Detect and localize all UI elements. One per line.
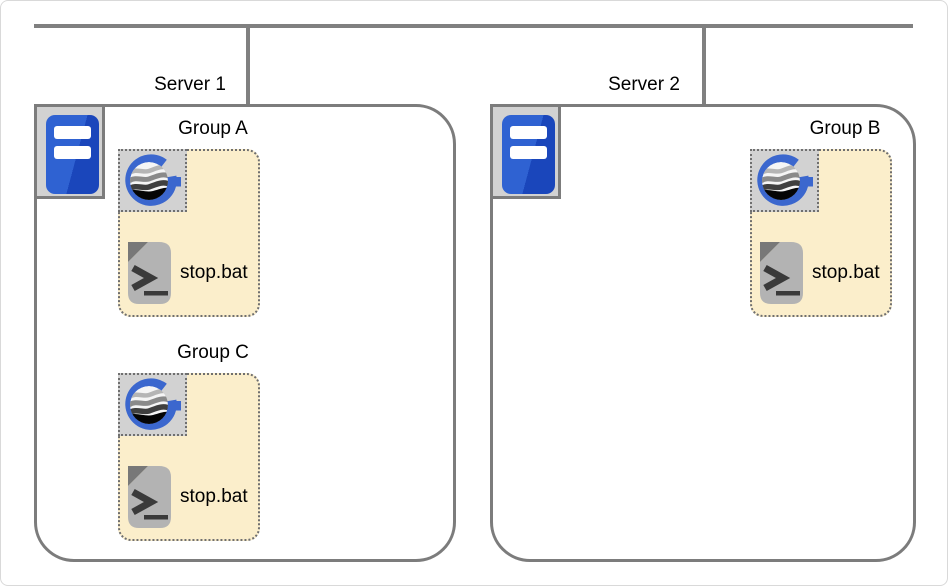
server-tower-icon	[46, 115, 99, 194]
group-c-box: Group C	[118, 342, 260, 541]
g-globe-logo-icon	[757, 154, 813, 206]
server-slot-bar	[510, 126, 547, 139]
file-name-label: stop.bat	[812, 262, 880, 283]
server-1-icon	[34, 104, 105, 199]
server-2-connector-line	[702, 26, 706, 106]
file-name-label: stop.bat	[180, 486, 248, 507]
g-globe-logo-icon	[125, 378, 181, 430]
batch-file-icon	[760, 242, 803, 304]
server-slot-bar	[54, 126, 91, 139]
group-b-box: Group B	[750, 118, 892, 317]
group-c-file-item: stop.bat	[126, 464, 248, 530]
group-c-label: Group C	[177, 342, 249, 363]
group-c-app-tile	[118, 373, 187, 436]
group-a-app-tile	[118, 149, 187, 212]
group-b-label: Group B	[809, 118, 881, 139]
server-2-icon	[490, 104, 561, 199]
group-a-file-item: stop.bat	[126, 240, 248, 306]
network-bus-line	[34, 24, 913, 28]
server-slot-bar	[54, 146, 91, 159]
file-name-label: stop.bat	[180, 262, 248, 283]
group-b-app-tile	[750, 149, 819, 212]
batch-file-icon	[128, 466, 171, 528]
group-a-label: Group A	[178, 118, 248, 139]
server-tower-icon	[502, 115, 555, 194]
server-2-label: Server 2	[608, 74, 680, 95]
group-b-file-item: stop.bat	[758, 240, 880, 306]
batch-file-icon	[128, 242, 171, 304]
g-globe-logo-icon	[125, 154, 181, 206]
server-1-connector-line	[246, 26, 250, 106]
server-slot-bar	[510, 146, 547, 159]
group-a-box: Group A	[118, 118, 260, 317]
server-1-label: Server 1	[154, 74, 226, 95]
